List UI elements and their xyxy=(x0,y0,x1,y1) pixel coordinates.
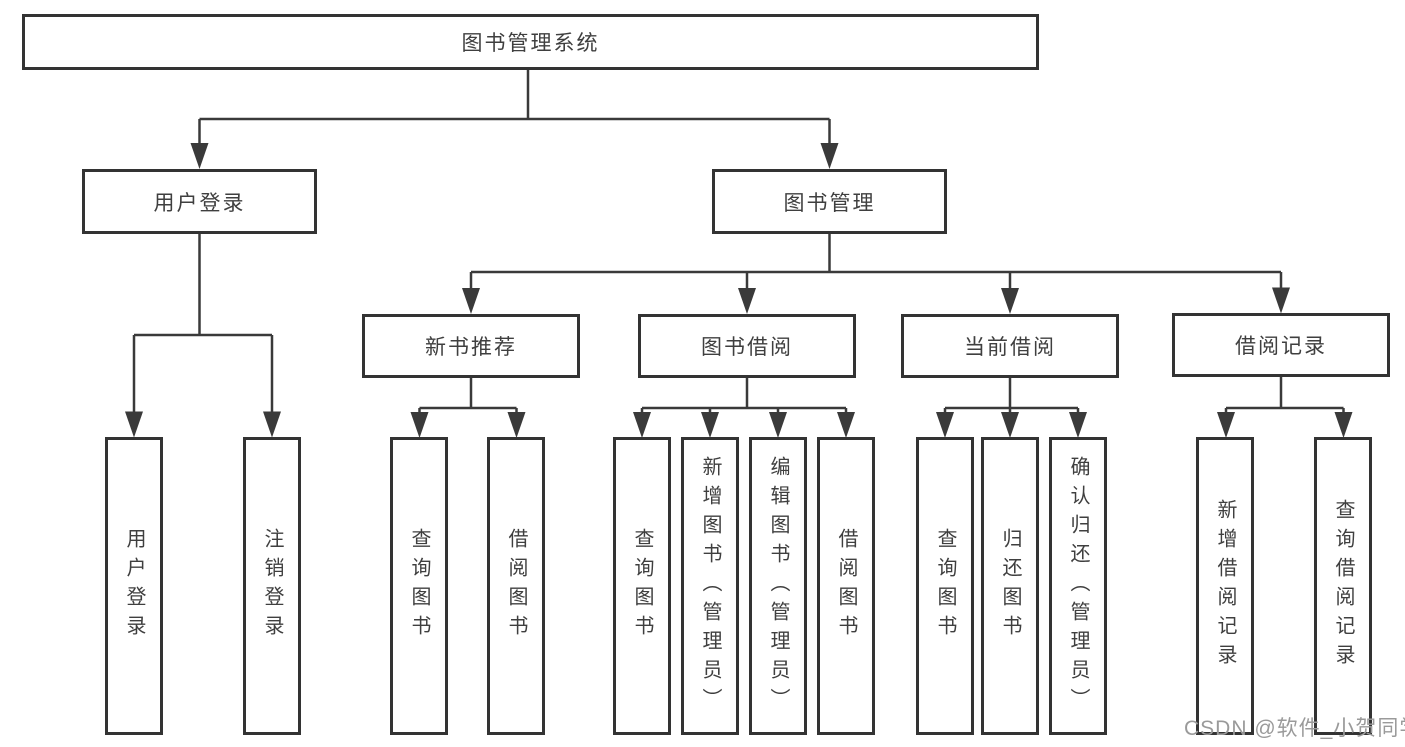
leaf-add-books-admin-label: 新增图书（管理员） xyxy=(699,455,721,717)
arrow-down-icon xyxy=(1001,412,1019,438)
leaf-add-borrow-record-label: 新增借阅记录 xyxy=(1214,499,1236,673)
leaf-borrow-books-borrowing-label: 借阅图书 xyxy=(835,528,857,644)
leaf-query-books-borrowing-label: 查询图书 xyxy=(631,528,653,644)
leaf-user-login: 用户登录 xyxy=(105,437,163,735)
leaf-borrow-books-borrowing: 借阅图书 xyxy=(817,437,875,735)
leaf-add-books-admin: 新增图书（管理员） xyxy=(681,437,739,735)
leaf-query-books-borrowing: 查询图书 xyxy=(613,437,671,735)
node-book-borrowing-label: 图书借阅 xyxy=(701,336,793,359)
node-new-book-recommend-label: 新书推荐 xyxy=(425,336,517,359)
node-library-system: 图书管理系统 xyxy=(22,14,1039,70)
leaf-user-login-label: 用户登录 xyxy=(123,528,145,644)
leaf-query-books-current-label: 查询图书 xyxy=(934,528,956,644)
arrow-down-icon xyxy=(1001,288,1019,314)
node-new-book-recommend: 新书推荐 xyxy=(362,314,580,378)
arrow-down-icon xyxy=(125,411,143,438)
leaf-query-borrow-record-label: 查询借阅记录 xyxy=(1332,499,1354,673)
arrow-down-icon xyxy=(820,143,839,169)
arrow-down-icon xyxy=(936,412,954,438)
arrow-down-icon xyxy=(1272,287,1290,314)
leaf-edit-books-admin-label: 编辑图书（管理员） xyxy=(767,455,789,717)
node-borrowing-records-label: 借阅记录 xyxy=(1235,335,1327,358)
leaf-query-books-recommend: 查询图书 xyxy=(390,437,448,735)
leaf-edit-books-admin: 编辑图书（管理员） xyxy=(749,437,807,735)
arrow-down-icon xyxy=(507,412,526,438)
node-library-system-label: 图书管理系统 xyxy=(461,32,600,55)
leaf-logout-label: 注销登录 xyxy=(261,528,283,644)
leaf-confirm-return-admin-label: 确认归还（管理员） xyxy=(1067,455,1089,717)
arrow-down-icon xyxy=(462,288,480,314)
leaf-confirm-return-admin: 确认归还（管理员） xyxy=(1049,437,1107,735)
arrow-down-icon xyxy=(738,288,756,314)
watermark: CSDN @软件_小贺同学 xyxy=(1184,717,1405,740)
arrow-down-icon xyxy=(633,412,651,438)
leaf-return-books-label: 归还图书 xyxy=(999,528,1021,644)
arrow-down-icon xyxy=(1334,412,1353,438)
node-user-login-label: 用户登录 xyxy=(153,191,246,215)
arrow-down-icon xyxy=(837,412,855,438)
arrow-down-icon xyxy=(1217,412,1235,438)
node-book-management-label: 图书管理 xyxy=(783,191,876,215)
leaf-borrow-books-recommend-label: 借阅图书 xyxy=(505,528,527,644)
leaf-borrow-books-recommend: 借阅图书 xyxy=(487,437,545,735)
node-user-login: 用户登录 xyxy=(82,169,317,234)
leaf-query-borrow-record: 查询借阅记录 xyxy=(1314,437,1372,735)
node-book-borrowing: 图书借阅 xyxy=(638,314,856,378)
leaf-query-books-current: 查询图书 xyxy=(916,437,974,735)
leaf-logout: 注销登录 xyxy=(243,437,301,735)
arrow-down-icon xyxy=(410,412,429,438)
leaf-return-books: 归还图书 xyxy=(981,437,1039,735)
arrow-down-icon xyxy=(190,143,209,169)
leaf-add-borrow-record: 新增借阅记录 xyxy=(1196,437,1254,735)
leaf-query-books-recommend-label: 查询图书 xyxy=(408,528,430,644)
arrow-down-icon xyxy=(263,411,281,438)
node-book-management: 图书管理 xyxy=(712,169,947,234)
node-current-borrowing: 当前借阅 xyxy=(901,314,1119,378)
arrow-down-icon xyxy=(701,412,719,438)
node-current-borrowing-label: 当前借阅 xyxy=(964,336,1056,359)
arrow-down-icon xyxy=(1069,412,1087,438)
node-borrowing-records: 借阅记录 xyxy=(1172,313,1390,377)
arrow-down-icon xyxy=(769,412,787,438)
